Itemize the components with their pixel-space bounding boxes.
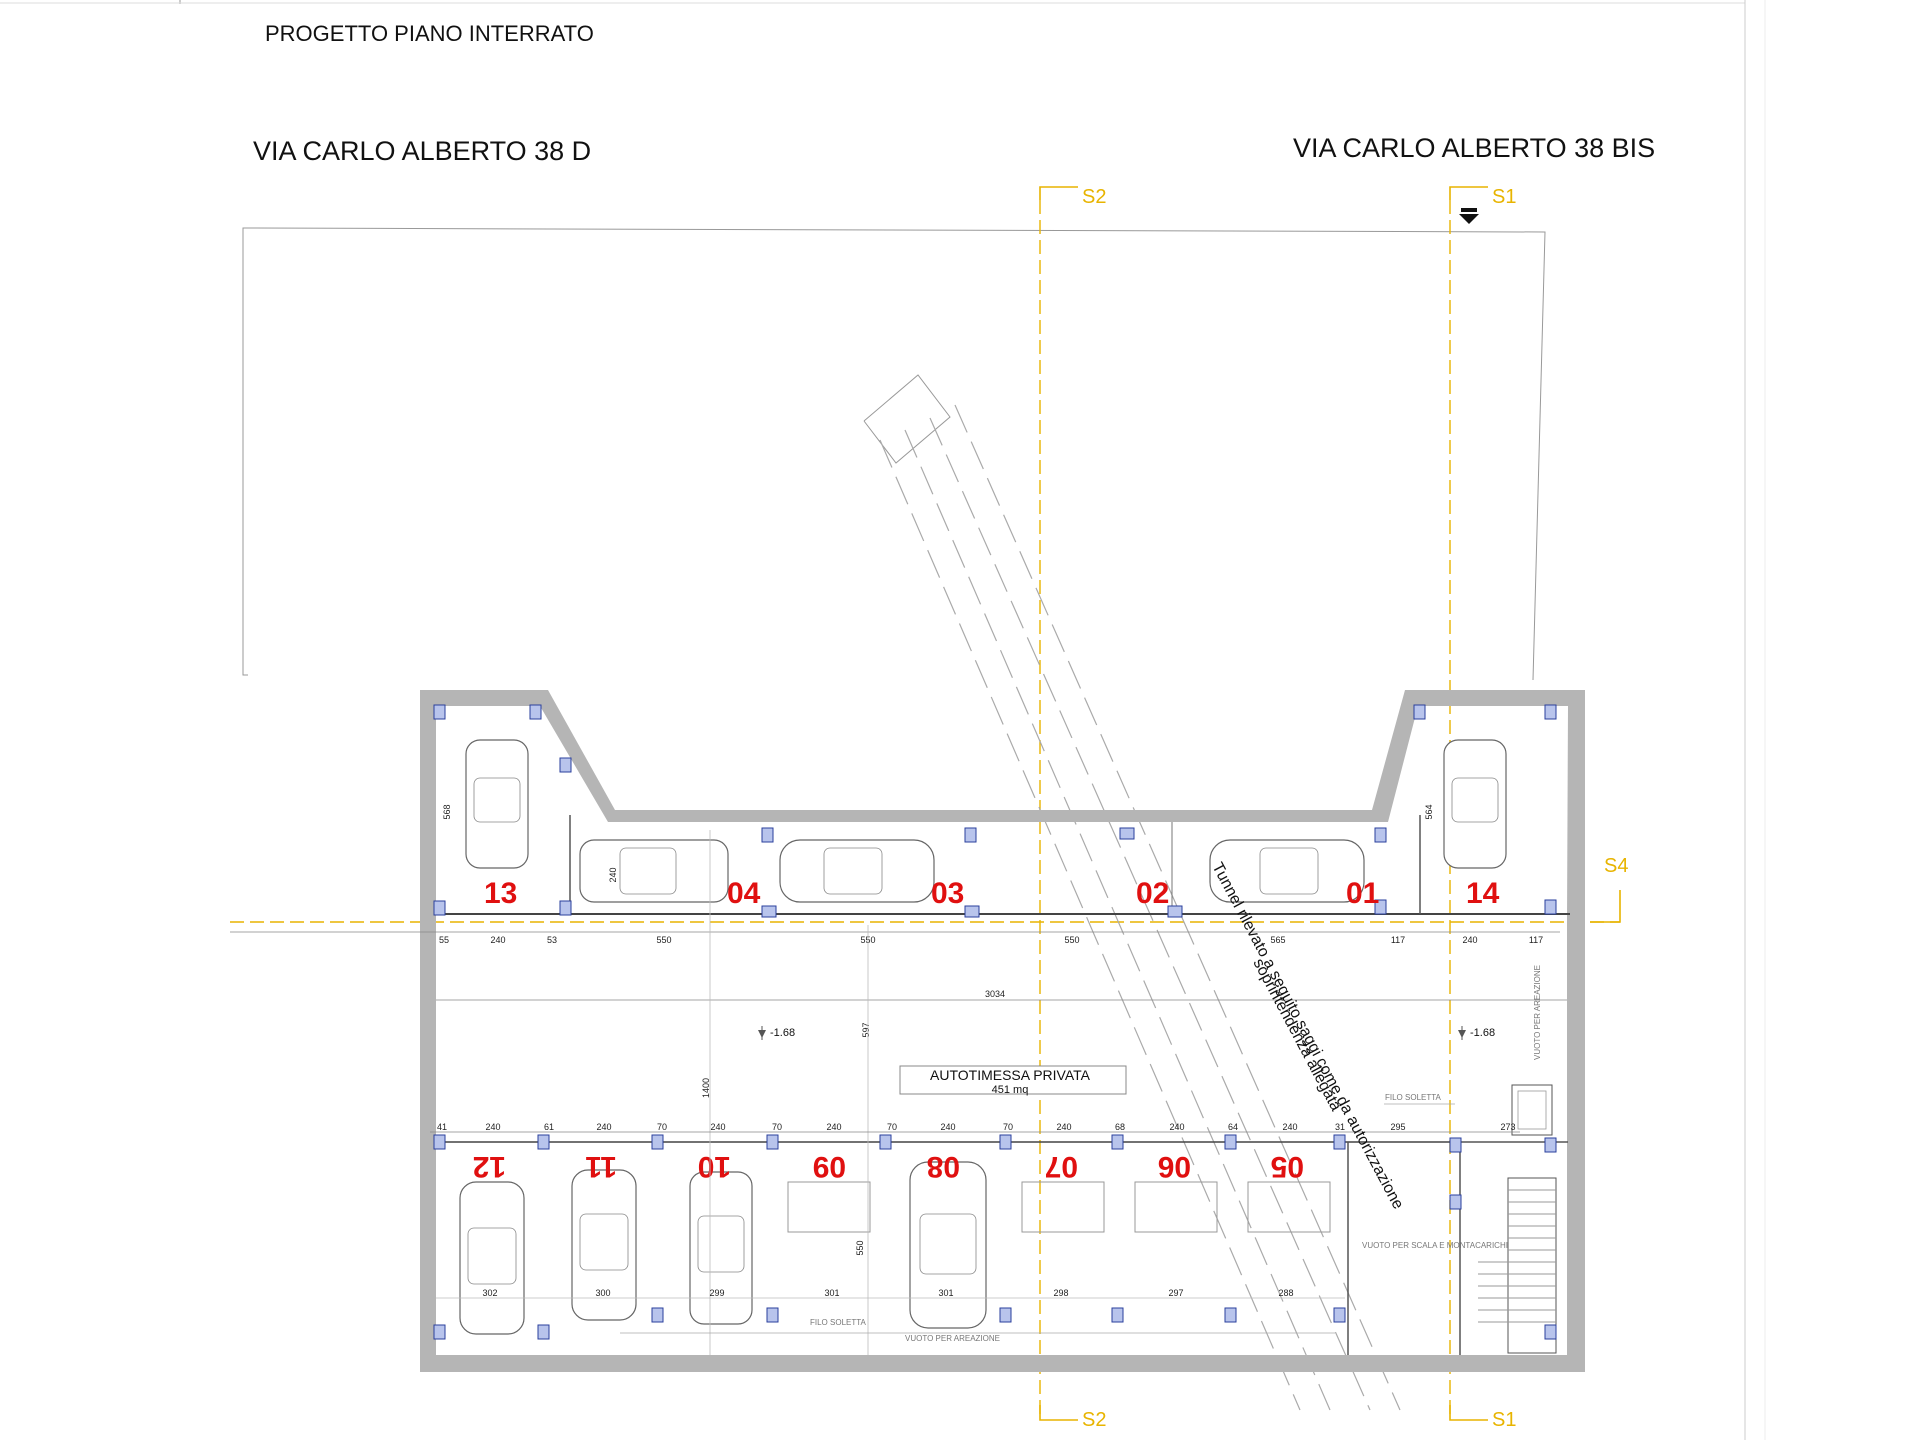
svg-text:68: 68 — [1115, 1122, 1125, 1132]
car-icon — [1443, 739, 1507, 869]
svg-text:302: 302 — [482, 1288, 497, 1298]
structural-columns — [433, 704, 1557, 1340]
dimension-line-top: 55 240 53 550 550 550 565 117 240 117 — [230, 931, 1560, 945]
svg-text:117: 117 — [1391, 935, 1405, 945]
svg-text:240: 240 — [485, 1122, 500, 1132]
svg-text:240: 240 — [490, 935, 505, 945]
dim-550: 550 — [855, 1240, 865, 1255]
spot-number-09: 09 — [813, 1150, 846, 1183]
note-filo-soletta-right: FILO SOLETTA — [1385, 1093, 1442, 1102]
spot-number-06: 06 — [1158, 1150, 1191, 1183]
spot-number-12: 12 — [473, 1150, 506, 1183]
staircase — [1478, 1084, 1557, 1354]
svg-text:70: 70 — [657, 1122, 667, 1132]
svg-text:64: 64 — [1228, 1122, 1238, 1132]
address-left: VIA CARLO ALBERTO 38 D — [253, 136, 591, 166]
svg-text:298: 298 — [1053, 1288, 1068, 1298]
svg-text:301: 301 — [938, 1288, 953, 1298]
svg-text:273: 273 — [1500, 1122, 1515, 1132]
garage-area: 451 mq — [992, 1084, 1029, 1096]
dim-1400: 1400 — [701, 1078, 711, 1098]
svg-text:240: 240 — [1282, 1122, 1297, 1132]
dim-564: 564 — [1424, 804, 1434, 819]
svg-text:61: 61 — [544, 1122, 554, 1132]
svg-text:70: 70 — [772, 1122, 782, 1132]
dim-568: 568 — [442, 804, 452, 819]
svg-text:550: 550 — [1064, 935, 1079, 945]
car-icon — [579, 839, 729, 903]
dimension-line-bottom: 41 240 61 240 70 240 70 240 70 240 70 24… — [430, 1122, 1520, 1133]
section-label-s2-bottom: S2 — [1082, 1409, 1106, 1431]
svg-text:70: 70 — [1003, 1122, 1013, 1132]
svg-text:300: 300 — [595, 1288, 610, 1298]
svg-text:70: 70 — [887, 1122, 897, 1132]
plan-title: PROGETTO PIANO INTERRATO — [265, 21, 594, 46]
spot-number-07: 07 — [1045, 1150, 1078, 1183]
spot-number-05: 05 — [1271, 1150, 1304, 1183]
note-vuoto-areazione: VUOTO PER AREAZIONE — [905, 1334, 1000, 1343]
spot-number-02: 02 — [1136, 877, 1169, 910]
svg-text:299: 299 — [709, 1288, 724, 1298]
car-icon — [779, 839, 935, 903]
svg-text:240: 240 — [710, 1122, 725, 1132]
car-icon — [1209, 839, 1365, 903]
spot-number-08: 08 — [927, 1150, 960, 1183]
note-filo-soletta-bottom: FILO SOLETTA — [810, 1318, 867, 1327]
svg-text:550: 550 — [656, 935, 671, 945]
svg-text:55: 55 — [439, 935, 449, 945]
garage-label: AUTOTIMESSA PRIVATA — [930, 1067, 1091, 1083]
svg-text:240: 240 — [1462, 935, 1477, 945]
svg-text:31: 31 — [1335, 1122, 1345, 1132]
car-icon — [459, 1181, 525, 1335]
svg-text:240: 240 — [1056, 1122, 1071, 1132]
address-right: VIA CARLO ALBERTO 38 BIS — [1293, 133, 1655, 163]
svg-text:53: 53 — [547, 935, 557, 945]
spot-number-01: 01 — [1346, 877, 1379, 910]
svg-text:295: 295 — [1390, 1122, 1405, 1132]
svg-text:240: 240 — [940, 1122, 955, 1132]
section-label-s1-bottom: S1 — [1492, 1409, 1516, 1431]
spot-number-03: 03 — [931, 877, 964, 910]
note-vuoto-scala: VUOTO PER SCALA E MONTACARICHI — [1362, 1241, 1508, 1250]
level-value-left: -1.68 — [770, 1027, 795, 1039]
bay-widths-bottom: 302 300 299 301 301 298 297 288 — [436, 1288, 1345, 1299]
garage-label-box — [899, 1065, 1127, 1095]
spot-number-11: 11 — [585, 1150, 617, 1183]
building-outline — [242, 227, 1546, 681]
car-icon — [909, 1161, 987, 1329]
dim-597: 597 — [861, 1022, 871, 1037]
svg-text:117: 117 — [1529, 935, 1543, 945]
dimension-line-total: 3034 — [436, 989, 1567, 1001]
level-value-right: -1.68 — [1470, 1027, 1495, 1039]
svg-text:240: 240 — [596, 1122, 611, 1132]
section-label-s1-top: S1 — [1492, 186, 1516, 208]
car-icon — [465, 739, 529, 869]
level-marker-icon — [758, 1026, 766, 1040]
parking-bay-outlines — [787, 1181, 1331, 1233]
car-icon — [689, 1171, 753, 1325]
level-marker-icon — [1458, 1026, 1466, 1040]
spot-number-14: 14 — [1466, 877, 1500, 910]
car-icon — [571, 1169, 637, 1321]
tunnel-note-line2: soprintendenza allegata — [1249, 956, 1344, 1114]
dim-240v: 240 — [608, 867, 618, 882]
spot-number-04: 04 — [727, 877, 761, 910]
svg-text:288: 288 — [1278, 1288, 1293, 1298]
svg-text:3034: 3034 — [985, 989, 1005, 999]
svg-text:301: 301 — [824, 1288, 839, 1298]
section-label-s4: S4 — [1604, 855, 1628, 877]
svg-text:240: 240 — [826, 1122, 841, 1132]
svg-text:240: 240 — [1169, 1122, 1184, 1132]
spot-number-13: 13 — [484, 877, 517, 910]
svg-text:297: 297 — [1168, 1288, 1183, 1298]
note-vuoto-areazione-vertical: VUOTO PER AREAZIONE — [1533, 965, 1542, 1060]
spot-number-10: 10 — [698, 1150, 731, 1183]
arrow-down-icon — [1459, 208, 1479, 224]
svg-text:41: 41 — [437, 1122, 447, 1132]
section-label-s2-top: S2 — [1082, 186, 1106, 208]
svg-text:565: 565 — [1270, 935, 1285, 945]
